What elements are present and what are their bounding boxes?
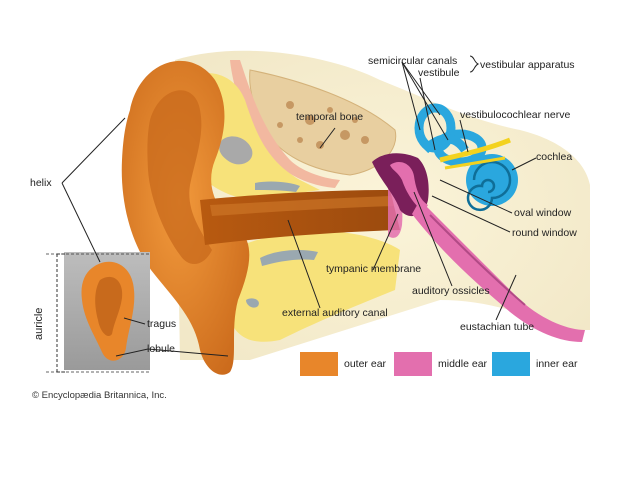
- label-auditory-ossicles: auditory ossicles: [412, 285, 490, 297]
- label-semicircular-canals: semicircular canals: [368, 55, 458, 67]
- gray-cavity-1: [219, 136, 253, 165]
- auditory-ossicles: [390, 162, 428, 212]
- legend-label-middle-ear: middle ear: [438, 358, 488, 370]
- gray-cavity-3: [255, 181, 300, 192]
- label-temporal-bone: temporal bone: [296, 111, 364, 123]
- label-cochlea: cochlea: [536, 151, 573, 163]
- eustachian-tube: [412, 200, 585, 342]
- label-tympanic-membrane: tympanic membrane: [326, 263, 422, 275]
- legend-swatch-inner-ear: [492, 352, 530, 376]
- legend-label-outer-ear: outer ear: [344, 358, 387, 370]
- legend-swatch-middle-ear: [394, 352, 432, 376]
- label-vestibular-apparatus: vestibular apparatus: [480, 59, 575, 71]
- label-tragus: tragus: [147, 318, 177, 330]
- copyright-credit: © Encyclopædia Britannica, Inc.: [32, 390, 167, 401]
- label-helix: helix: [30, 177, 52, 189]
- label-lobule: lobule: [147, 343, 176, 355]
- label-vestibulocochlear-nerve: vestibulocochlear nerve: [460, 109, 571, 121]
- auricle-inner-fold: [147, 90, 212, 265]
- label-eustachian-tube: eustachian tube: [460, 321, 535, 333]
- label-oval-window: oval window: [514, 207, 572, 219]
- legend-swatch-outer-ear: [300, 352, 338, 376]
- label-external-auditory-canal: external auditory canal: [282, 307, 388, 319]
- gray-cavity-5: [246, 298, 259, 308]
- label-vestibule: vestibule: [418, 67, 460, 79]
- gray-cavity-4: [260, 250, 318, 266]
- label-auricle: auricle: [33, 307, 45, 340]
- legend-label-inner-ear: inner ear: [536, 358, 578, 370]
- label-round-window: round window: [512, 227, 577, 239]
- leader-lines: [61, 55, 537, 357]
- vestibulocochlear-nerve: [439, 137, 511, 163]
